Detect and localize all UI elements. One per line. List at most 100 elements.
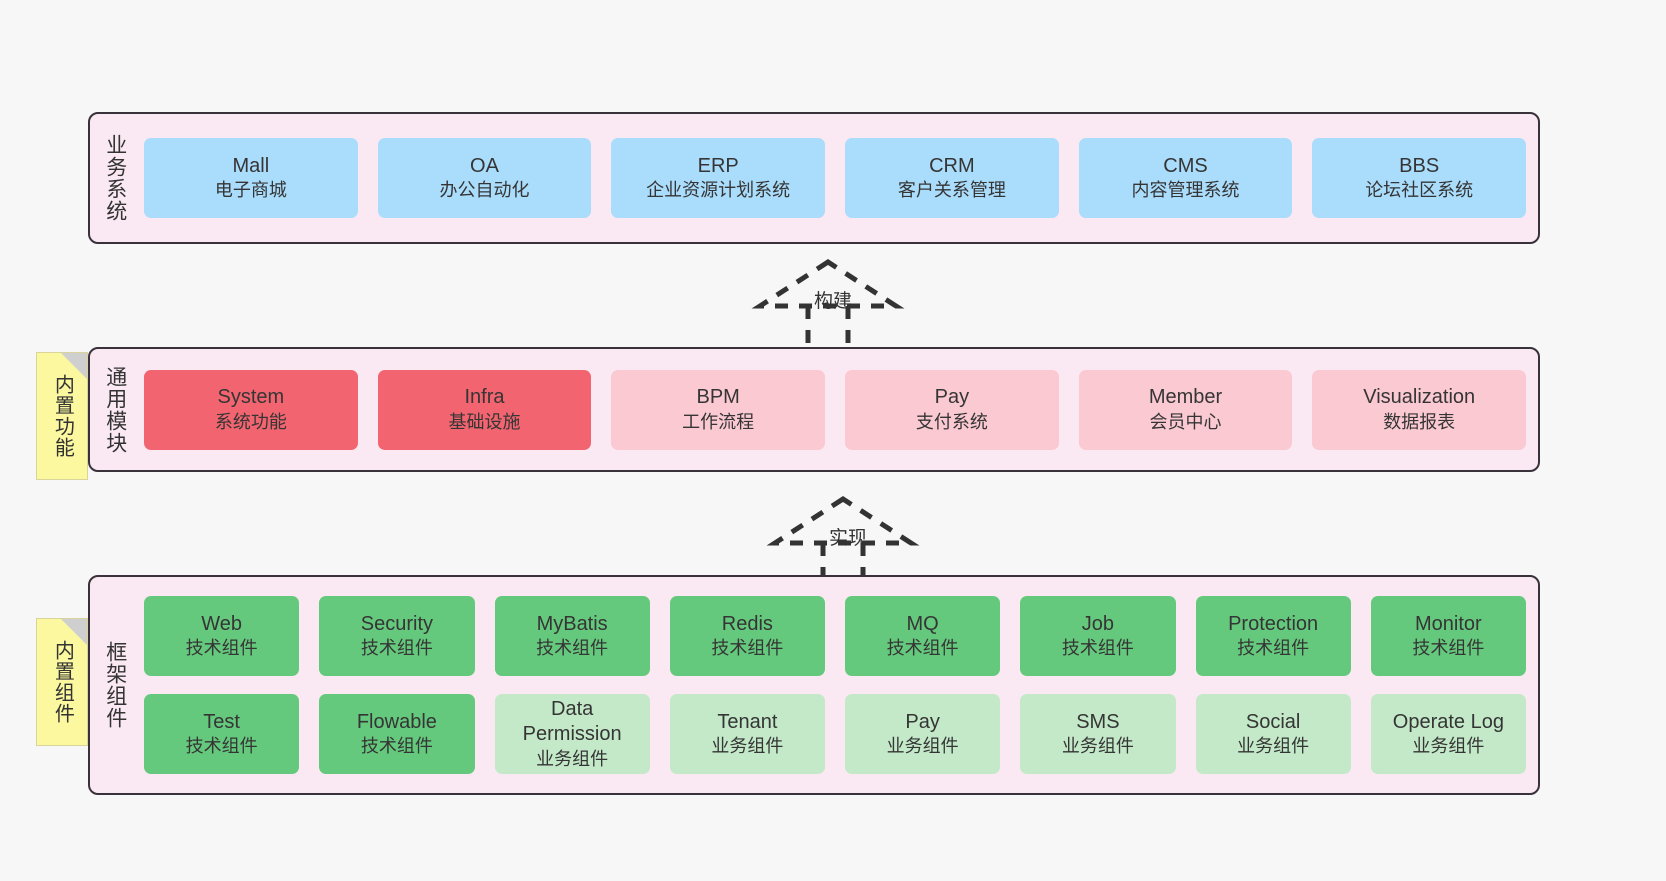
card-subtitle: 技术组件 bbox=[360, 638, 433, 659]
card-title: Monitor bbox=[1415, 612, 1482, 635]
note-text: 内置功能 bbox=[51, 374, 74, 458]
card-row: Mall 电子商城 OA 办公自动化 ERP 企业资源计划系统 CRM 客户关系… bbox=[144, 138, 1527, 218]
card-operate-log[interactable]: Operate Log 业务组件 bbox=[1370, 694, 1526, 774]
card-title: Test bbox=[203, 710, 240, 733]
card-subtitle: 技术组件 bbox=[1237, 638, 1310, 659]
card-tenant[interactable]: Tenant 业务组件 bbox=[669, 694, 825, 774]
card-web[interactable]: Web 技术组件 bbox=[144, 596, 300, 676]
card-oa[interactable]: OA 办公自动化 bbox=[377, 138, 592, 218]
card-data-permission[interactable]: Data Permission 业务组件 bbox=[494, 694, 650, 774]
layer-body-business: Mall 电子商城 OA 办公自动化 ERP 企业资源计划系统 CRM 客户关系… bbox=[140, 114, 1538, 242]
card-subtitle: 技术组件 bbox=[185, 638, 258, 659]
card-subtitle: 业务组件 bbox=[886, 736, 959, 757]
card-subtitle: 技术组件 bbox=[360, 736, 433, 757]
card-pay[interactable]: Pay 支付系统 bbox=[845, 369, 1059, 450]
layer-framework-component: 框架组件 Web 技术组件 Security 技术组件 MyBatis 技术组件… bbox=[88, 575, 1540, 795]
card-subtitle: 办公自动化 bbox=[439, 180, 530, 201]
card-subtitle: 支付系统 bbox=[915, 411, 988, 432]
connector-label-implement: 实现 bbox=[829, 528, 868, 549]
note-builtin-function: 内置功能 bbox=[36, 352, 88, 480]
card-title: ERP bbox=[697, 154, 739, 177]
note-fold-icon bbox=[61, 353, 87, 379]
card-subtitle: 企业资源计划系统 bbox=[646, 180, 791, 201]
card-subtitle: 电子商城 bbox=[214, 180, 287, 201]
card-subtitle: 业务组件 bbox=[536, 749, 609, 770]
note-fold-icon bbox=[61, 619, 87, 645]
card-title: Infra bbox=[464, 386, 505, 409]
card-title: Data Permission bbox=[522, 697, 622, 746]
card-system[interactable]: System 系统功能 bbox=[144, 369, 358, 450]
card-redis[interactable]: Redis 技术组件 bbox=[669, 596, 825, 676]
card-subtitle: 基础设施 bbox=[448, 411, 521, 432]
card-subtitle: 技术组件 bbox=[886, 638, 959, 659]
card-flowable[interactable]: Flowable 技术组件 bbox=[319, 694, 475, 774]
card-title: CRM bbox=[929, 154, 975, 177]
card-row: Test 技术组件 Flowable 技术组件 Data Permission … bbox=[144, 694, 1526, 774]
card-title: Pay bbox=[934, 386, 970, 409]
card-subtitle: 会员中心 bbox=[1149, 411, 1222, 432]
card-title: Job bbox=[1081, 612, 1114, 635]
card-job[interactable]: Job 技术组件 bbox=[1020, 596, 1176, 676]
card-erp[interactable]: ERP 企业资源计划系统 bbox=[611, 138, 826, 218]
card-subtitle: 技术组件 bbox=[1061, 638, 1134, 659]
card-title: Protection bbox=[1228, 612, 1319, 635]
card-test[interactable]: Test 技术组件 bbox=[144, 694, 300, 774]
card-subtitle: 技术组件 bbox=[1412, 638, 1485, 659]
card-title: Pay bbox=[905, 710, 940, 733]
card-subtitle: 业务组件 bbox=[711, 736, 784, 757]
card-subtitle: 内容管理系统 bbox=[1131, 180, 1240, 201]
card-monitor[interactable]: Monitor 技术组件 bbox=[1370, 596, 1526, 676]
card-subtitle: 数据报表 bbox=[1383, 411, 1456, 432]
card-social[interactable]: Social 业务组件 bbox=[1195, 694, 1351, 774]
card-crm[interactable]: CRM 客户关系管理 bbox=[845, 138, 1059, 218]
card-subtitle: 客户关系管理 bbox=[897, 180, 1006, 201]
card-title: Web bbox=[201, 612, 242, 635]
card-title: Visualization bbox=[1363, 386, 1476, 409]
card-member[interactable]: Member 会员中心 bbox=[1078, 369, 1293, 450]
card-bpm[interactable]: BPM 工作流程 bbox=[611, 369, 826, 450]
card-subtitle: 论坛社区系统 bbox=[1365, 180, 1474, 201]
card-subtitle: 技术组件 bbox=[711, 638, 784, 659]
card-title: System bbox=[217, 386, 285, 409]
card-subtitle: 系统功能 bbox=[214, 411, 287, 432]
card-row: Web 技术组件 Security 技术组件 MyBatis 技术组件 Redi… bbox=[144, 596, 1526, 676]
card-title: Member bbox=[1148, 386, 1223, 409]
card-subtitle: 业务组件 bbox=[1412, 736, 1485, 757]
card-cms[interactable]: CMS 内容管理系统 bbox=[1078, 138, 1293, 218]
card-title: OA bbox=[470, 154, 499, 177]
card-subtitle: 技术组件 bbox=[185, 736, 258, 757]
card-title: BBS bbox=[1399, 154, 1440, 177]
card-subtitle: 工作流程 bbox=[682, 411, 755, 432]
card-subtitle: 技术组件 bbox=[536, 638, 609, 659]
card-title: MyBatis bbox=[536, 612, 608, 635]
card-visualization[interactable]: Visualization 数据报表 bbox=[1312, 369, 1527, 450]
card-title: CMS bbox=[1163, 154, 1208, 177]
card-title: Flowable bbox=[356, 710, 437, 733]
card-title: Social bbox=[1245, 710, 1301, 733]
card-mq[interactable]: MQ 技术组件 bbox=[845, 596, 1001, 676]
card-bbs[interactable]: BBS 论坛社区系统 bbox=[1312, 138, 1527, 218]
card-subtitle: 业务组件 bbox=[1061, 736, 1134, 757]
layer-title-common-module: 通用模块 bbox=[103, 365, 127, 454]
card-title: Operate Log bbox=[1392, 710, 1504, 733]
card-infra[interactable]: Infra 基础设施 bbox=[377, 369, 592, 450]
connector-build: 构建 bbox=[740, 250, 960, 360]
layer-body-common-module: System 系统功能 Infra 基础设施 BPM 工作流程 Pay 支付系统… bbox=[140, 349, 1538, 470]
card-title: Redis bbox=[721, 612, 773, 635]
card-mall[interactable]: Mall 电子商城 bbox=[144, 138, 358, 218]
card-title: Security bbox=[360, 612, 433, 635]
connector-label-build: 构建 bbox=[814, 291, 853, 312]
card-title: BPM bbox=[696, 386, 740, 409]
card-pay-business[interactable]: Pay 业务组件 bbox=[845, 694, 1001, 774]
layer-business-system: 业务系统 Mall 电子商城 OA 办公自动化 ERP 企业资源计划系统 CRM… bbox=[88, 112, 1540, 244]
layer-common-module: 通用模块 System 系统功能 Infra 基础设施 BPM 工作流程 Pay… bbox=[88, 347, 1540, 472]
card-row: System 系统功能 Infra 基础设施 BPM 工作流程 Pay 支付系统… bbox=[144, 369, 1527, 450]
layer-title-business: 业务系统 bbox=[103, 134, 127, 222]
card-title: MQ bbox=[906, 612, 939, 635]
card-sms[interactable]: SMS 业务组件 bbox=[1020, 694, 1176, 774]
card-protection[interactable]: Protection 技术组件 bbox=[1195, 596, 1351, 676]
card-mybatis[interactable]: MyBatis 技术组件 bbox=[494, 596, 650, 676]
card-security[interactable]: Security 技术组件 bbox=[319, 596, 475, 676]
card-subtitle: 业务组件 bbox=[1237, 736, 1310, 757]
